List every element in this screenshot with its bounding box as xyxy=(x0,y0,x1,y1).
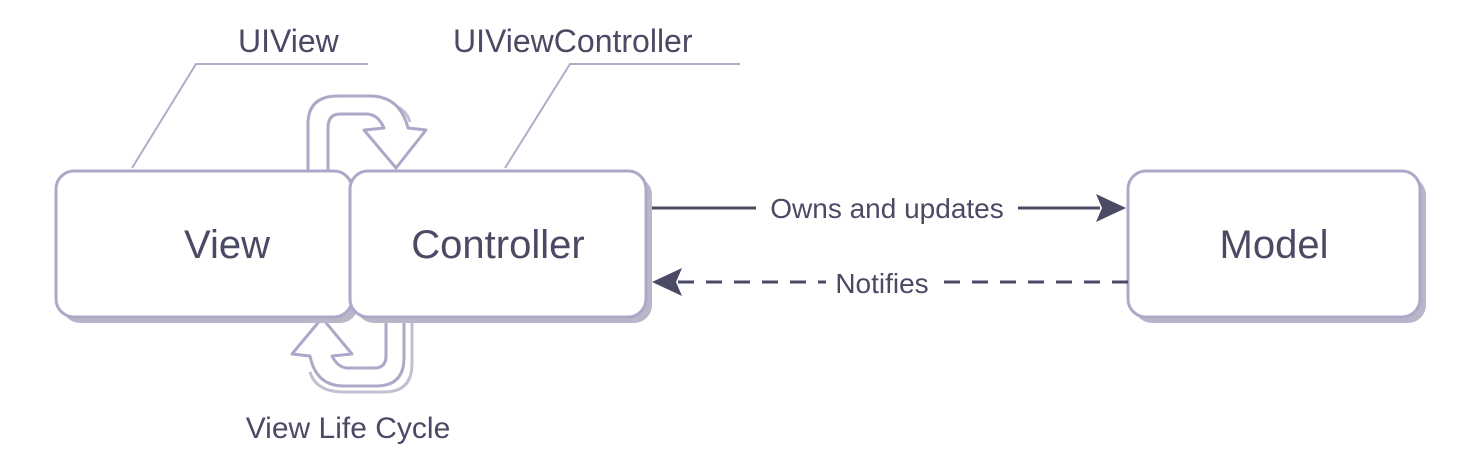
controller-label: Controller xyxy=(411,223,584,267)
notifies-edge: Notifies xyxy=(652,268,1128,299)
arrowhead-left-icon xyxy=(652,268,682,296)
lifecycle-bottom-arrow-icon xyxy=(290,316,414,394)
lifecycle-top-arrow-icon xyxy=(306,94,428,174)
controller-node: Controller xyxy=(348,169,652,323)
uiview-callout-line xyxy=(131,63,368,169)
model-label: Model xyxy=(1220,223,1329,267)
arrowhead-right-icon xyxy=(1096,194,1126,222)
model-node: Model xyxy=(1126,169,1426,323)
view-node: View xyxy=(54,169,358,323)
uiview-label: UIView xyxy=(238,23,340,59)
owns-and-updates-label: Owns and updates xyxy=(770,193,1004,224)
owns-and-updates-edge: Owns and updates xyxy=(652,193,1126,224)
view-life-cycle-label: View Life Cycle xyxy=(246,412,451,445)
uiviewcontroller-callout-line xyxy=(504,63,740,169)
notifies-label: Notifies xyxy=(835,268,928,299)
view-label: View xyxy=(184,223,270,267)
uiviewcontroller-label: UIViewController xyxy=(453,23,693,59)
